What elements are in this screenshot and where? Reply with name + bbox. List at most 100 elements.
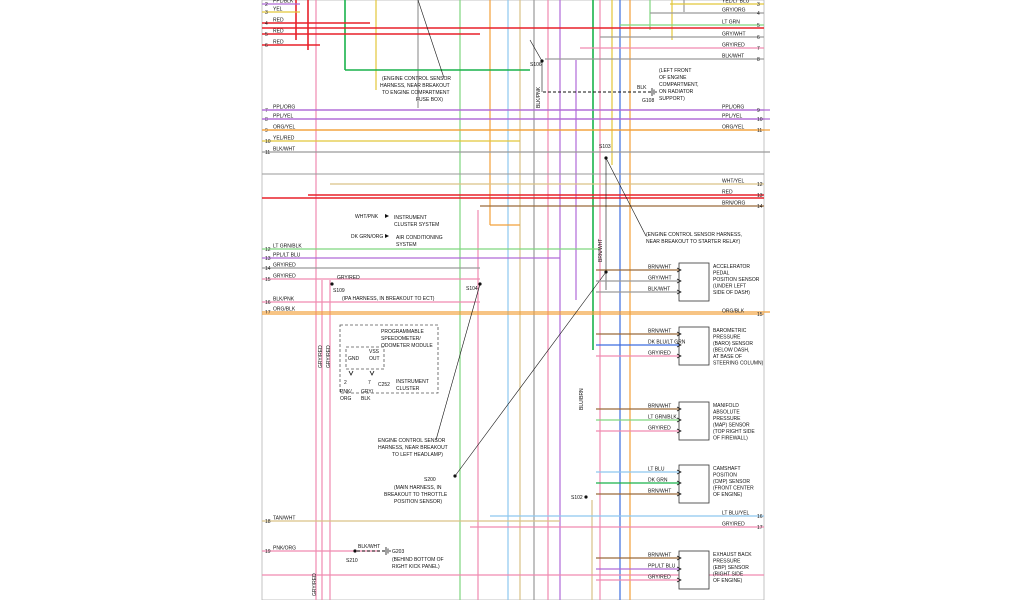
wire-label-left-13: PPL/LT BLU (273, 253, 301, 259)
sensor-3-wire-2: LT GRN/BLK (648, 415, 677, 421)
svg-text:ON RADIATOR: ON RADIATOR (659, 89, 694, 95)
pin-right-13: 13 (757, 193, 763, 199)
wire-label-left-5: RED (273, 29, 284, 35)
svg-text:(ENGINE CONTROL SENSOR: (ENGINE CONTROL SENSOR (382, 76, 451, 82)
wire-label-right-8: BLK/WHT (722, 54, 744, 60)
wire-label-right-16: LT BLU/YEL (722, 511, 750, 517)
ground-icon (385, 547, 391, 555)
sensor-1-name-3: POSITION SENSOR (713, 277, 760, 283)
svg-text:POSITION SENSOR): POSITION SENSOR) (394, 499, 442, 505)
sensor-1-name-5: SIDE OF DASH) (713, 290, 750, 296)
wire-label-right-17: GRY/RED (722, 522, 745, 528)
svg-text:PROGRAMMABLE: PROGRAMMABLE (381, 329, 424, 335)
svg-text:S104: S104 (466, 286, 478, 292)
ref-instrument-cluster-system: WHT/PNK INSTRUMENT CLUSTER SYSTEM (355, 214, 439, 228)
splice-s103: S103 (599, 144, 611, 160)
splice-s106: S106 BLK/PNK (530, 59, 544, 108)
pin-right-9: 9 (757, 108, 760, 114)
wire-label-left-7: PPL/ORG (273, 105, 295, 111)
sensor-5-name-1: EXHAUST BACK (713, 552, 752, 558)
sensor-2-wire-1: BRN/WHT (648, 329, 671, 335)
splice-s200: S200 (MAIN HARNESS, IN BREAKOUT TO THROT… (384, 474, 457, 505)
sensor-3-wire-1: BRN/WHT (648, 404, 671, 410)
wire-label-left-8: PPL/YEL (273, 114, 294, 120)
svg-text:(IPA HARNESS, IN BREAKOUT TO E: (IPA HARNESS, IN BREAKOUT TO ECT) (342, 296, 435, 302)
sensor-2-wire-2: DK BLU/LT GRN (648, 340, 686, 346)
svg-text:COMPARTMENT,: COMPARTMENT, (659, 82, 699, 88)
pin-right-15: 15 (757, 312, 763, 318)
svg-text:S210: S210 (346, 558, 358, 564)
wire-label-right-9: PPL/ORG (722, 105, 744, 111)
svg-text:GND: GND (348, 356, 360, 362)
svg-text:INSTRUMENT: INSTRUMENT (394, 215, 427, 221)
wire-label-left-11: BLK/WHT (273, 147, 295, 153)
svg-text:ODOMETER MODULE: ODOMETER MODULE (381, 343, 433, 349)
sensor-4-name-2: POSITION (713, 473, 737, 479)
pin-right-16: 16 (757, 514, 763, 520)
wire-label-left-10: YEL/RED (273, 136, 295, 142)
svg-text:ENGINE CONTROL SENSOR: ENGINE CONTROL SENSOR (378, 438, 446, 444)
wire-label-right-12: WHT/YEL (722, 179, 744, 185)
svg-text:S106: S106 (530, 62, 542, 68)
svg-text:INSTRUMENT: INSTRUMENT (396, 379, 429, 385)
sensor-1-name-4: (UNDER LEFT (713, 284, 746, 290)
label-gry-red-vertical-3: GRY/RED (312, 573, 318, 596)
svg-text:TO LEFT HEADLAMP): TO LEFT HEADLAMP) (392, 452, 443, 458)
svg-text:S109: S109 (333, 288, 345, 294)
wire-label-right-5: LT GRN (722, 20, 740, 26)
wire-label-right-3: YEL/LT BLU (722, 0, 750, 5)
svg-text:BLK: BLK (637, 85, 647, 91)
sensor-1-wire-3: BLK/WHT (648, 287, 670, 293)
sensor-3-name-3: PRESSURE (713, 416, 741, 422)
sensor-4-wire-3: BRN/WHT (648, 489, 671, 495)
svg-text:CLUSTER: CLUSTER (396, 386, 420, 392)
wire-label-left-15: GRY/RED (273, 274, 296, 280)
pin-right-14: 14 (757, 204, 763, 210)
svg-text:HARNESS, NEAR BREAKOUT: HARNESS, NEAR BREAKOUT (378, 445, 448, 451)
pin-right-7: 7 (757, 46, 760, 52)
sensor-1: BRN/WHTGRY/WHTBLK/WHTACCELERATORPEDALPOS… (596, 262, 760, 302)
svg-text:(ENGINE CONTROL SENSOR HARNESS: (ENGINE CONTROL SENSOR HARNESS, (646, 232, 742, 238)
leader-lines (417, 0, 647, 477)
label-gry-red-vertical-2: GRY/RED (326, 345, 332, 368)
wire-label-left-3: YEL (273, 7, 283, 13)
svg-text:G108: G108 (642, 98, 654, 104)
wire-label-left-4: RED (273, 18, 284, 24)
pin-right-4: 4 (757, 11, 760, 17)
svg-text:S102: S102 (571, 495, 583, 501)
svg-text:OUT: OUT (369, 356, 380, 362)
sensor-3-name-6: OF FIREWALL) (713, 436, 748, 442)
svg-text:CLUSTER SYSTEM: CLUSTER SYSTEM (394, 222, 439, 228)
wire-label-right-6: GRY/WHT (722, 32, 746, 38)
svg-text:(BEHIND BOTTOM OF: (BEHIND BOTTOM OF (392, 557, 444, 563)
sensor-4-name-3: (CMP) SENSOR (713, 479, 750, 485)
sensor-3-wire-3: GRY/RED (648, 426, 671, 432)
sensor-3-name-4: (MAP) SENSOR (713, 423, 750, 429)
svg-text:SUPPORT): SUPPORT) (659, 96, 685, 102)
pin-left-2: 2 (265, 2, 268, 8)
svg-text:OF ENGINE: OF ENGINE (659, 75, 687, 81)
note-harness-headlamp: ENGINE CONTROL SENSOR HARNESS, NEAR BREA… (378, 438, 448, 458)
pin-right-12: 12 (757, 182, 763, 188)
pin-left-6: 6 (265, 43, 268, 49)
pin-left-7: 7 (265, 108, 268, 114)
svg-text:(LEFT FRONT: (LEFT FRONT (659, 68, 691, 74)
sensor-2-name-4: (BELOW DASH, (713, 348, 749, 354)
label-brn-wht-vertical: BRN/WHT (598, 239, 604, 262)
label-blu-brn-vertical: BLU/BRN (579, 388, 585, 410)
pin-left-15: 15 (265, 277, 271, 283)
svg-text:SPEEDOMETER/: SPEEDOMETER/ (381, 336, 421, 342)
wire-label-right-15: ORG/BLK (722, 309, 745, 315)
wire-label-left-12: LT GRN/BLK (273, 244, 302, 250)
svg-text:GRY/: GRY/ (361, 389, 374, 395)
pin-left-12: 12 (265, 247, 271, 253)
sensor-4-name-4: (FRONT CENTER (713, 486, 754, 492)
splice-s210: S210 BLK/WHT G203 (BEHIND BOTTOM OF RIGH… (346, 544, 444, 570)
wire-label-left-14: GRY/RED (273, 263, 296, 269)
svg-text:(MAIN HARNESS, IN: (MAIN HARNESS, IN (394, 485, 442, 491)
pin-right-8: 8 (757, 57, 760, 63)
svg-text:C252: C252 (378, 382, 390, 388)
svg-text:G203: G203 (392, 549, 404, 555)
pin-left-8: 8 (265, 117, 268, 123)
sensor-1-wire-2: GRY/WHT (648, 276, 672, 282)
